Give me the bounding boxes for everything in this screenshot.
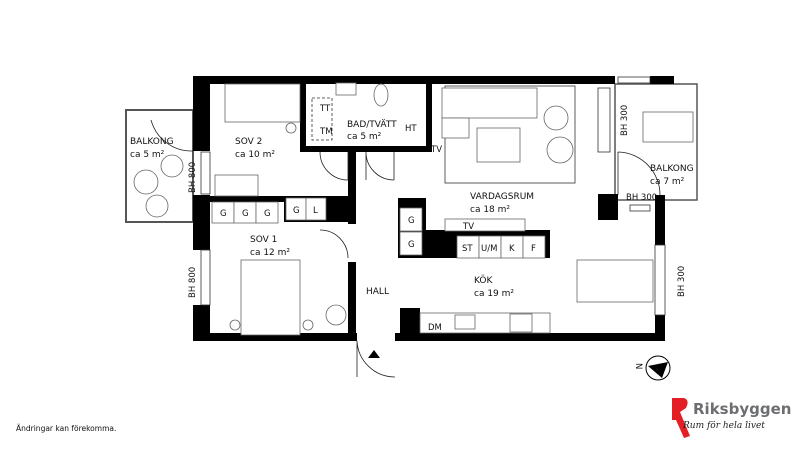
kitchen-label: K <box>509 244 515 254</box>
compass-icon: N <box>633 355 671 381</box>
room-name-sov1: SOV 1 <box>250 235 277 245</box>
fixture-tt: TT <box>319 104 331 114</box>
room-area-balkong-left: ca 5 m² <box>130 150 165 160</box>
brand-name: Riksbyggen <box>693 400 792 418</box>
closet-label: G <box>264 209 271 219</box>
closet-label: G <box>220 209 227 219</box>
windows <box>200 76 666 316</box>
room-name-sov2: SOV 2 <box>235 137 262 147</box>
closet-label: L <box>313 206 318 216</box>
kitchen-label: ST <box>462 244 473 254</box>
window-height-label: BH 800 <box>188 267 198 298</box>
closets <box>211 197 546 259</box>
furniture <box>133 82 694 336</box>
window-height-label: BH 300 <box>677 266 687 297</box>
room-name-balkong-left: BALKONG <box>130 137 174 147</box>
window-height-label: BH 800 <box>188 162 198 193</box>
room-area-vardagsrum: ca 18 m² <box>470 205 510 215</box>
riksbyggen-logo-icon <box>672 398 690 438</box>
window-height-label: BH 300 <box>620 105 630 136</box>
kitchen-label: F <box>531 244 536 254</box>
fixture-tm: TM <box>319 127 333 137</box>
room-area-kok: ca 19 m² <box>474 289 514 299</box>
fixture-tv-2: TV <box>462 222 474 232</box>
fixture-tv-1: TV <box>430 145 442 155</box>
walls <box>193 76 674 341</box>
kitchen-label: U/M <box>481 244 497 254</box>
room-name-hall: HALL <box>366 287 389 297</box>
room-area-balkong-right: ca 7 m² <box>650 177 685 187</box>
room-name-bad: BAD/TVÄTT <box>347 119 397 130</box>
disclaimer-text: Ändringar kan förekomma. <box>16 424 117 433</box>
room-area-bad: ca 5 m² <box>347 132 382 142</box>
closet-label: G <box>408 240 415 250</box>
closet-label: G <box>408 216 415 226</box>
room-name-kok: KÖK <box>474 275 493 286</box>
closet-label: G <box>242 209 249 219</box>
compass-north-label: N <box>633 363 643 369</box>
fixture-ht: HT <box>405 124 417 134</box>
room-area-sov1: ca 12 m² <box>250 248 290 258</box>
room-name-vardagsrum: VARDAGSRUM <box>470 192 534 202</box>
entrance-arrow-icon <box>368 350 380 358</box>
brand-tagline: Rum för hela livet <box>683 421 765 431</box>
fixture-dm: DM <box>428 323 442 333</box>
room-name-balkong-right: BALKONG <box>650 164 694 174</box>
closet-label: G <box>293 206 300 216</box>
doors <box>150 119 661 378</box>
window-height-label: BH 300 <box>626 193 657 203</box>
room-area-sov2: ca 10 m² <box>235 150 275 160</box>
